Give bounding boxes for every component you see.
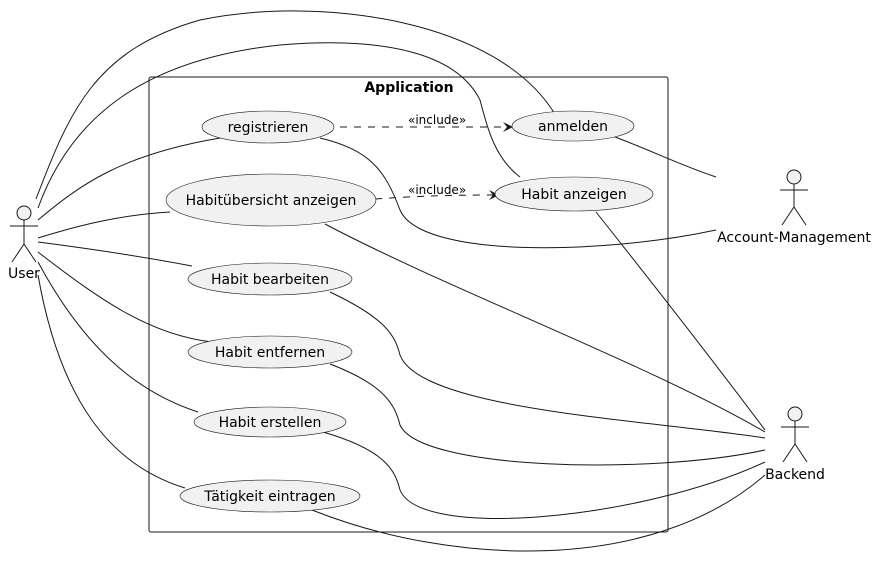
assoc-user-taetigkeit bbox=[37, 274, 186, 489]
actor-label-account-management: Account-Management bbox=[717, 230, 871, 246]
include-label-2: «include» bbox=[408, 183, 466, 197]
system-boundary bbox=[148, 76, 669, 533]
actor-account-management[interactable]: Account-Management bbox=[717, 169, 871, 246]
use-case-label: Habit entfernen bbox=[215, 345, 325, 361]
actor-head-icon bbox=[16, 205, 32, 221]
use-case-label: Habitübersicht anzeigen bbox=[186, 193, 357, 209]
assoc-user-anmelden bbox=[35, 10, 557, 200]
include-label-1: «include» bbox=[408, 113, 466, 127]
assoc-user-habit-bearbeiten bbox=[37, 241, 193, 267]
assoc-backend-habit-bearbeiten bbox=[329, 291, 766, 439]
assoc-am-registrieren bbox=[319, 137, 717, 249]
assoc-backend-habit-erstellen bbox=[322, 431, 766, 519]
use-case-habit-entfernen[interactable]: Habit entfernen bbox=[187, 335, 353, 369]
use-case-label: Habit bearbeiten bbox=[211, 272, 329, 288]
use-case-label: Habit anzeigen bbox=[521, 187, 627, 203]
assoc-am-anmelden bbox=[614, 136, 717, 178]
backend-associations bbox=[311, 211, 766, 552]
use-case-label: registrieren bbox=[228, 120, 309, 136]
assoc-user-habit-entfernen bbox=[37, 251, 213, 343]
use-case-label: Tätigkeit eintragen bbox=[203, 489, 335, 505]
use-case-habit-erstellen[interactable]: Habit erstellen bbox=[193, 406, 347, 438]
use-case-registrieren[interactable]: registrieren bbox=[201, 110, 335, 144]
assoc-backend-habit-entfernen bbox=[329, 363, 766, 466]
actor-backend[interactable]: Backend bbox=[765, 406, 825, 483]
use-case-anmelden[interactable]: anmelden bbox=[511, 110, 635, 142]
actor-label-user: User bbox=[8, 266, 40, 282]
actor-label-backend: Backend bbox=[765, 467, 825, 483]
use-case-label: anmelden bbox=[538, 119, 608, 135]
use-case-label: Habit erstellen bbox=[219, 415, 322, 431]
use-case-taetigkeit-eintragen[interactable]: Tätigkeit eintragen bbox=[179, 479, 361, 513]
assoc-backend-habituebersicht bbox=[324, 223, 766, 433]
include-relations: «include» «include» bbox=[340, 113, 513, 201]
assoc-user-habit-anzeigen bbox=[37, 42, 521, 209]
account-management-associations bbox=[319, 136, 717, 249]
assoc-user-habit-erstellen bbox=[37, 261, 199, 413]
actor-head-icon bbox=[786, 169, 802, 185]
actor-head-icon bbox=[787, 406, 803, 422]
include-arrow-habit-anzeigen bbox=[374, 190, 499, 201]
system-title: Application bbox=[364, 80, 453, 96]
use-case-habituebersicht[interactable]: Habitübersicht anzeigen bbox=[165, 173, 377, 227]
use-case-habit-bearbeiten[interactable]: Habit bearbeiten bbox=[187, 262, 353, 296]
actor-user[interactable]: User bbox=[8, 205, 40, 282]
use-case-habit-anzeigen[interactable]: Habit anzeigen bbox=[494, 176, 654, 212]
assoc-backend-taetigkeit bbox=[311, 474, 766, 552]
assoc-backend-habit-anzeigen bbox=[595, 211, 766, 431]
assoc-user-habituebersicht bbox=[37, 211, 171, 239]
user-associations bbox=[35, 10, 557, 489]
assoc-user-registrieren bbox=[37, 137, 221, 221]
